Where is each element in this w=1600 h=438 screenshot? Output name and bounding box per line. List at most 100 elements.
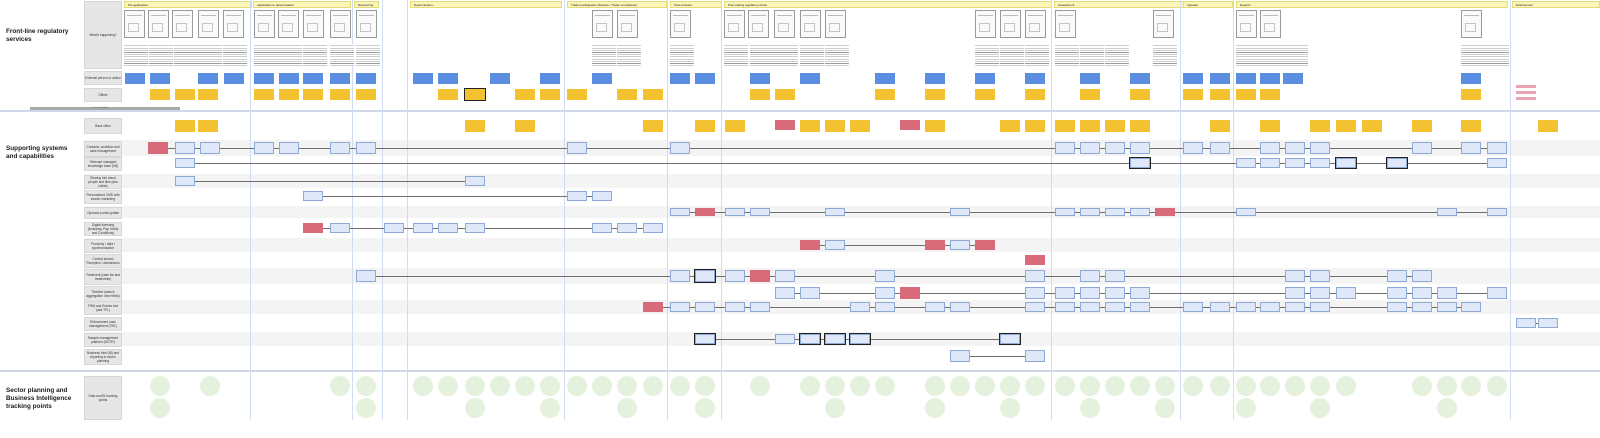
system-card [1080,287,1100,299]
storyboard-sketch [724,10,745,38]
data-tracking-point [670,376,690,396]
system-card [1105,208,1125,216]
data-tracking-point [1210,376,1230,396]
data-tracking-point [875,376,895,396]
system-card [1387,270,1407,282]
system-card [148,142,168,154]
system-card [1183,142,1203,154]
back-office-card [825,120,845,132]
back-office-card [1538,120,1558,132]
data-tracking-point [1080,376,1100,396]
data-tracking-point [356,398,376,418]
back-office-card [1130,120,1150,132]
system-card [694,333,716,345]
step-description [303,44,327,66]
officer-task-card [617,89,637,100]
system-card [1487,158,1507,168]
system-card [1285,302,1305,312]
support-row-band [84,348,1600,364]
storyboard-sketch [800,10,821,38]
storyboard-sketch [617,10,638,38]
system-card [1236,208,1256,216]
back-office-card [1080,120,1100,132]
system-card [1080,142,1100,154]
external-action-card [356,73,376,84]
phase-header: Application to determination [253,1,351,8]
system-card [1055,208,1075,216]
external-action-card [875,73,895,84]
external-action-card [1080,73,1100,84]
system-card [1129,157,1151,169]
storyboard-sketch [1025,10,1046,38]
system-card [1130,142,1150,154]
system-card [875,270,895,282]
system-card [254,142,274,154]
step-description [617,44,641,66]
external-action-card [800,73,820,84]
system-card [750,302,770,312]
system-card [1055,287,1075,299]
back-office-card [1025,120,1045,132]
system-card [1437,287,1457,299]
step-description [1260,44,1284,66]
data-tracking-point [925,398,945,418]
system-card [1387,302,1407,312]
system-card [1236,302,1256,312]
step-description [174,44,198,66]
back-office-card [1210,120,1230,132]
system-card [1412,142,1432,154]
line-of-visibility-label: Line of visibility [93,107,108,109]
external-action-card [592,73,612,84]
data-tracking-point [1105,376,1125,396]
back-office-card [725,120,745,132]
system-card [1310,287,1330,299]
system-card [1487,208,1507,216]
lane-flow-line [1526,323,1548,324]
officer-task-card [175,89,195,100]
external-action-card [1025,73,1045,84]
external-action-card [695,73,715,84]
lane-flow-line [960,356,1035,357]
step-description [330,44,354,66]
system-card [750,208,770,216]
step-description [1284,44,1308,66]
system-card [1461,302,1481,312]
step-description [774,44,798,66]
system-card [725,270,745,282]
officer-task-card [279,89,299,100]
support-row-label: Enforcement case management (TBC) [84,317,122,331]
support-row-band [84,316,1600,330]
officer-task-card [198,89,218,100]
external-action-card [330,73,350,84]
data-tracking-point [695,398,715,418]
step-description [149,44,173,66]
data-tracking-point [800,376,820,396]
system-card [1310,302,1330,312]
data-tracking-point [1183,376,1203,396]
officer-task-card [330,89,350,100]
data-tracking-point [515,376,535,396]
system-card [1025,350,1045,362]
system-card [1105,142,1125,154]
back-office-card [1055,120,1075,132]
phase-separator [382,0,384,420]
back-office-card [900,120,920,130]
phase-separator [721,0,723,420]
officer-task-card [775,89,795,100]
external-action-card [490,73,510,84]
storyboard-sketch [975,10,996,38]
system-card [775,334,795,344]
data-tracking-point [825,376,845,396]
phase-header: Appeals [1183,1,1233,8]
system-card [1236,158,1256,168]
support-row-label: Timeline (search aggregation view fields… [84,286,122,302]
back-office-card [925,120,945,132]
data-tracking-point [465,376,485,396]
external-action-card [1183,73,1203,84]
system-card [950,302,970,312]
enforcement-note [1516,97,1536,100]
data-tracking-point [1285,376,1305,396]
data-tracking-point [490,376,510,396]
system-card [1130,208,1150,216]
back-office-card [643,120,663,132]
